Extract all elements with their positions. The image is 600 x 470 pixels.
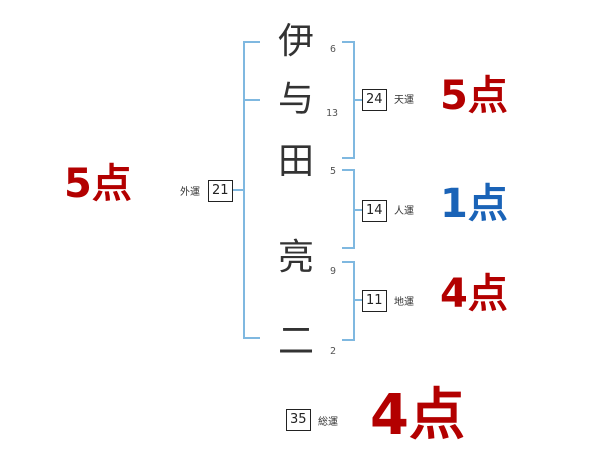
- jinkaku-label: 人運: [394, 206, 414, 217]
- gaikaku-label: 外運: [180, 187, 200, 198]
- chikaku-value-box: 11: [362, 290, 387, 312]
- chikaku-label: 地運: [394, 297, 414, 308]
- stroke-count-2: 13: [326, 108, 339, 119]
- gaikaku-score: 5点: [64, 161, 132, 207]
- stroke-count-3: 5: [330, 166, 337, 177]
- soukaku-label: 総運: [318, 417, 338, 428]
- stroke-count-4: 9: [330, 266, 337, 277]
- gaikaku-value-box: 21: [208, 180, 233, 202]
- name-char-5: 二: [277, 321, 314, 362]
- tenkaku-value-box: 24: [362, 89, 387, 111]
- name-char-1: 伊: [277, 21, 314, 62]
- jinkaku-value-box: 14: [362, 200, 387, 222]
- jinkaku-score: 1点: [440, 181, 508, 227]
- name-char-2: 与: [277, 79, 314, 120]
- stroke-count-5: 2: [330, 346, 337, 357]
- stroke-count-1: 6: [330, 44, 337, 55]
- name-char-3: 田: [277, 141, 314, 182]
- tenkaku-score: 5点: [440, 73, 508, 119]
- name-char-4: 亮: [277, 237, 314, 278]
- tenkaku-label: 天運: [394, 95, 414, 106]
- chikaku-score: 4点: [440, 271, 508, 317]
- soukaku-score: 4点: [370, 383, 465, 448]
- soukaku-value-box: 35: [286, 409, 311, 431]
